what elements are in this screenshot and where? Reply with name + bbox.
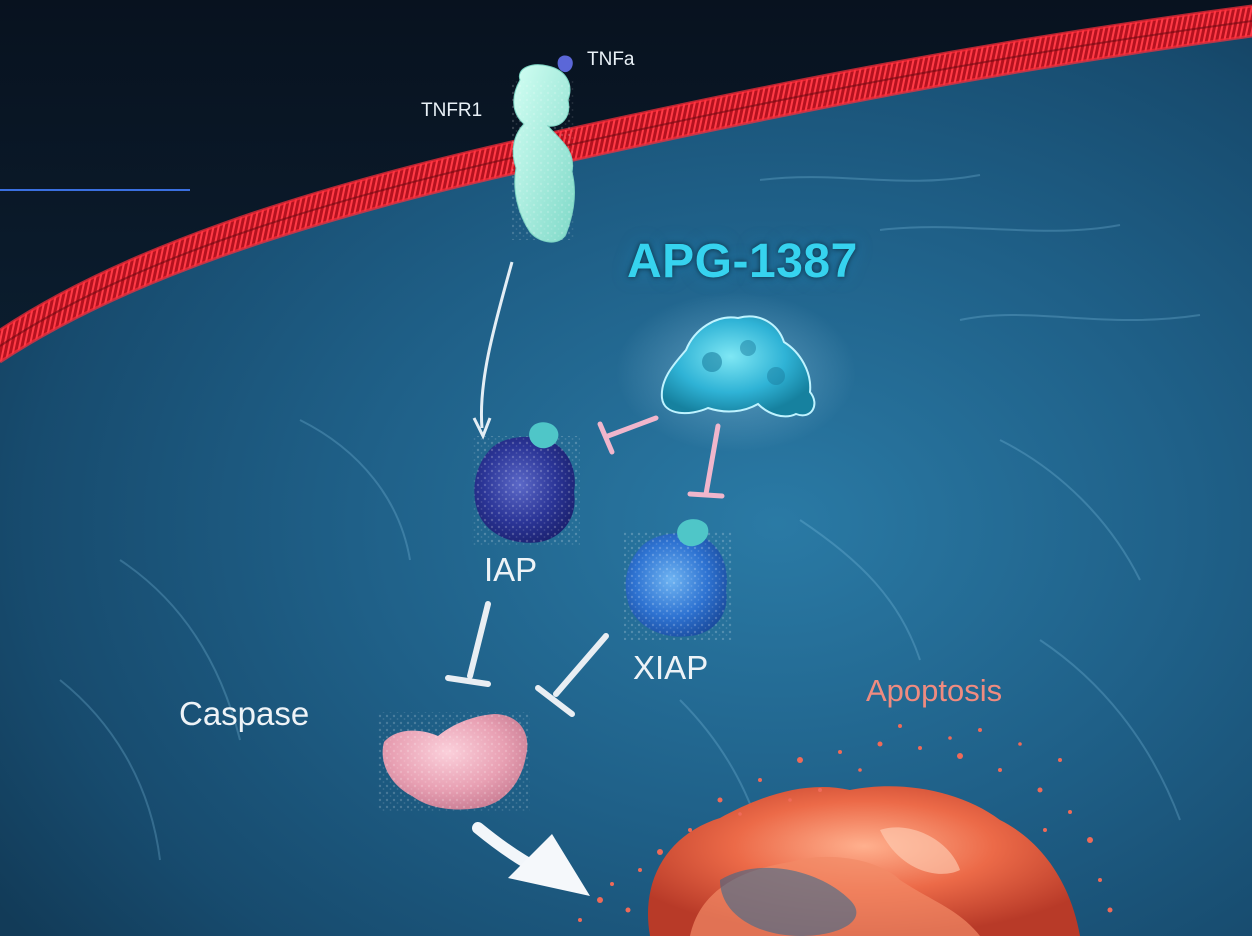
iap-label: IAP (484, 551, 538, 588)
caspase-protein (378, 712, 530, 812)
apoptotic-cell (647, 786, 1080, 936)
apoptosis-fragments (578, 724, 1113, 922)
activation-arrow-caspase-to-apoptosis (472, 822, 590, 896)
inhibition-iap-to-caspase (445, 601, 491, 687)
iap-protein (472, 422, 580, 546)
cell-cytoplasm (0, 20, 1252, 936)
inhibition-drug-to-xiap (687, 423, 725, 499)
xiap-label: XIAP (633, 649, 709, 686)
drug-title: APG-1387 (627, 235, 858, 288)
tnfr1-receptor (512, 64, 575, 243)
cytoplasm-texture (59, 174, 1201, 881)
inhibition-xiap-to-caspase (535, 633, 609, 717)
apg1387-molecule (616, 292, 856, 452)
caspase-label: Caspase (179, 695, 310, 732)
apoptosis-label: Apoptosis (866, 673, 1003, 708)
tnfa-label: TNFa (587, 49, 635, 70)
inhibition-drug-to-iap (597, 415, 659, 455)
tnfr1-label: TNFR1 (421, 100, 483, 121)
xiap-protein (624, 519, 732, 640)
tnfa-ligand (557, 55, 573, 73)
cell-membrane (0, 6, 1252, 362)
